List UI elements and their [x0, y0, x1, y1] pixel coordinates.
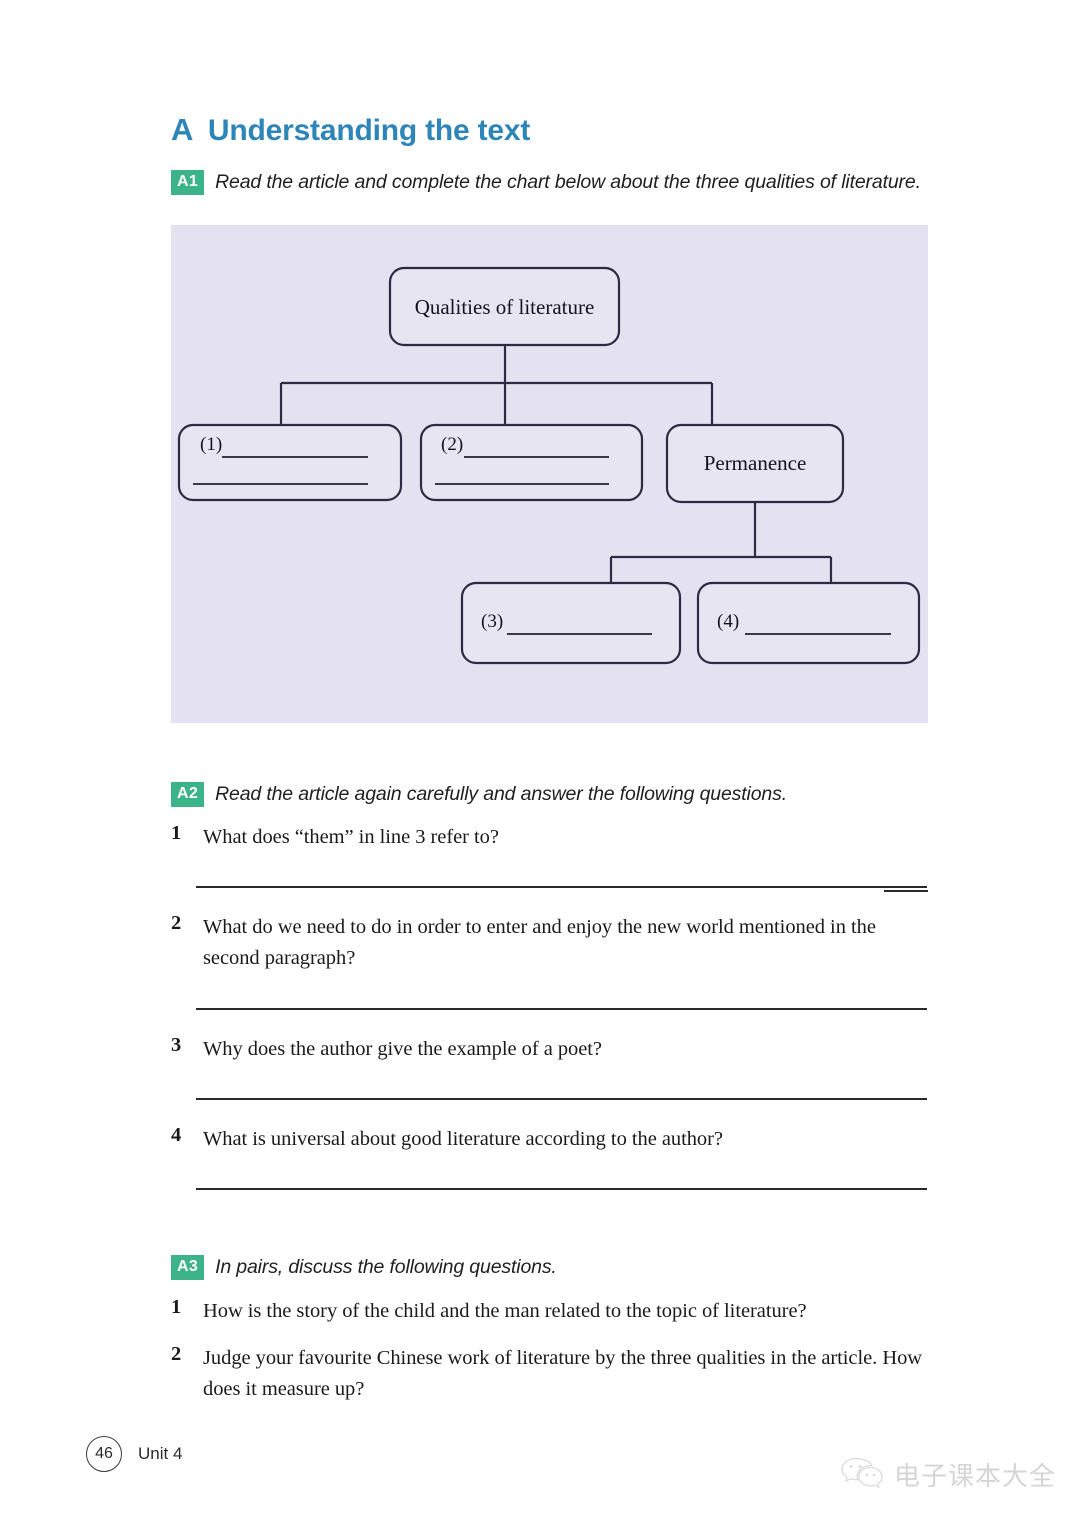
node-permanence-box — [665, 423, 845, 504]
page-footer: 46 Unit 4 — [86, 1436, 182, 1472]
node-q2-number: (2) — [441, 434, 463, 455]
task-a1: A1 Read the article and complete the cha… — [171, 170, 921, 195]
watermark: 电子课本大全 — [840, 1455, 1056, 1494]
task-badge-a2: A2 — [171, 782, 205, 807]
node-q1-box — [177, 423, 403, 502]
node-q2-box — [419, 423, 644, 502]
question-number: 3 — [171, 1034, 182, 1056]
page-number-badge: 46 — [86, 1436, 122, 1472]
question-number: 2 — [171, 912, 182, 934]
qualities-chart-panel: Qualities of literature (1) (2) Permanen… — [171, 225, 928, 723]
node-root-label: Qualities of literature — [415, 295, 595, 319]
question-a2-1: 1 What does “them” in line 3 refer to? — [171, 822, 931, 853]
answer-line-a2-4[interactable] — [196, 1188, 927, 1190]
watermark-text: 电子课本大全 — [894, 1462, 1057, 1492]
answer-line-a2-1-artifact — [884, 890, 928, 892]
question-text: Why does the author give the example of … — [203, 1038, 602, 1060]
node-q3-box — [460, 581, 682, 665]
question-number: 2 — [171, 1343, 182, 1365]
task-instruction-a1: Read the article and complete the chart … — [215, 171, 921, 193]
node-q4-number: (4) — [717, 611, 739, 632]
answer-line-a2-3[interactable] — [196, 1098, 927, 1100]
task-a2: A2 Read the article again carefully and … — [171, 782, 787, 807]
question-text: How is the story of the child and the ma… — [203, 1300, 807, 1322]
question-text: What do we need to do in order to enter … — [203, 916, 876, 969]
question-text: What is universal about good literature … — [203, 1128, 723, 1150]
section-title: Understanding the text — [207, 114, 531, 147]
node-permanence-label: Permanence — [704, 451, 807, 475]
task-a3: A3 In pairs, discuss the following quest… — [171, 1255, 557, 1280]
question-number: 1 — [171, 1296, 182, 1318]
task-instruction-a2: Read the article again carefully and ans… — [215, 783, 787, 805]
task-badge-a3: A3 — [171, 1255, 205, 1280]
question-a2-3: 3 Why does the author give the example o… — [171, 1034, 931, 1065]
question-text: Judge your favourite Chinese work of lit… — [203, 1347, 923, 1400]
node-q3-number: (3) — [481, 611, 503, 632]
section-letter: A — [171, 112, 194, 147]
question-a2-4: 4 What is universal about good literatur… — [171, 1124, 931, 1155]
question-number: 4 — [171, 1124, 182, 1146]
wechat-icon — [840, 1455, 884, 1494]
unit-label: Unit 4 — [138, 1444, 183, 1463]
question-text: What does “them” in line 3 refer to? — [203, 826, 499, 848]
question-a3-2: 2 Judge your favourite Chinese work of l… — [171, 1343, 943, 1405]
task-instruction-a3: In pairs, discuss the following question… — [215, 1256, 557, 1278]
answer-line-a2-1[interactable] — [196, 886, 927, 888]
question-a3-1: 1 How is the story of the child and the … — [171, 1296, 941, 1327]
page-title: A Understanding the text — [171, 112, 530, 148]
node-root-box — [388, 266, 621, 347]
answer-line-a2-2[interactable] — [196, 1008, 927, 1010]
node-q4-box — [696, 581, 921, 665]
node-q1-number: (1) — [200, 434, 222, 455]
task-badge-a1: A1 — [171, 170, 205, 195]
question-a2-2: 2 What do we need to do in order to ente… — [171, 912, 921, 974]
question-number: 1 — [171, 822, 182, 844]
